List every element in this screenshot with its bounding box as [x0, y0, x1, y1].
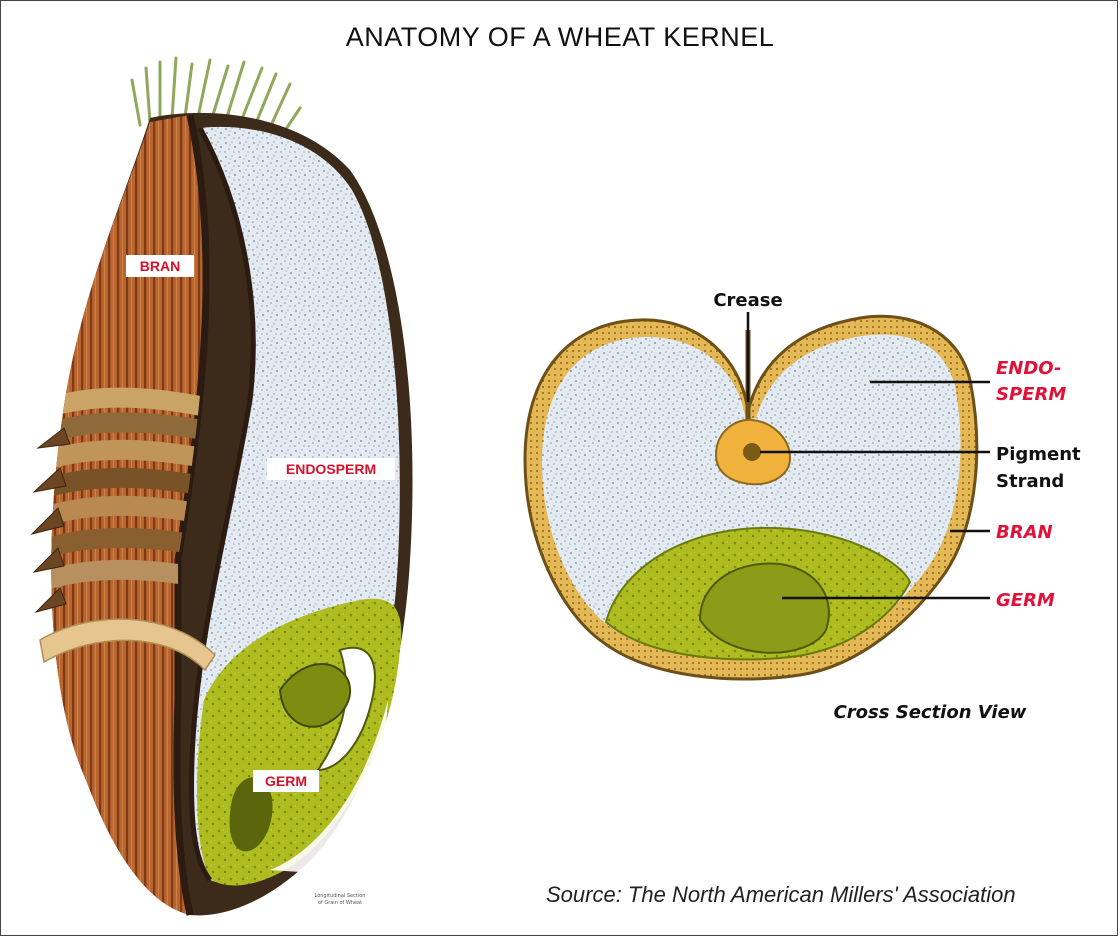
longitudinal-caption-line1: Longitudinal Section — [315, 893, 366, 899]
endosperm-label-line1: ENDO- — [996, 358, 1061, 379]
longitudinal-caption-line2: of Grain of Wheat — [318, 900, 362, 906]
endosperm-label-line2: SPERM — [996, 384, 1066, 405]
pigment-label-line2: Strand — [996, 471, 1064, 492]
pigment-core — [743, 443, 761, 461]
cross-section: Crease ENDO- SPERM Pigment Strand BRAN G… — [525, 290, 1081, 723]
crease-label: Crease — [713, 290, 782, 311]
endosperm-label: ENDOSPERM — [286, 461, 376, 477]
cross-section-caption: Cross Section View — [834, 702, 1027, 723]
longitudinal-section: BRAN ENDOSPERM GERM Longitudinal Section… — [32, 58, 413, 915]
cross-germ-label: GERM — [996, 590, 1055, 611]
pigment-label-line1: Pigment — [996, 444, 1081, 465]
germ-label: GERM — [265, 773, 307, 789]
bran-label: BRAN — [140, 258, 180, 274]
source-credit: Source: The North American Millers' Asso… — [546, 882, 1016, 908]
cross-bran-label: BRAN — [996, 522, 1053, 543]
